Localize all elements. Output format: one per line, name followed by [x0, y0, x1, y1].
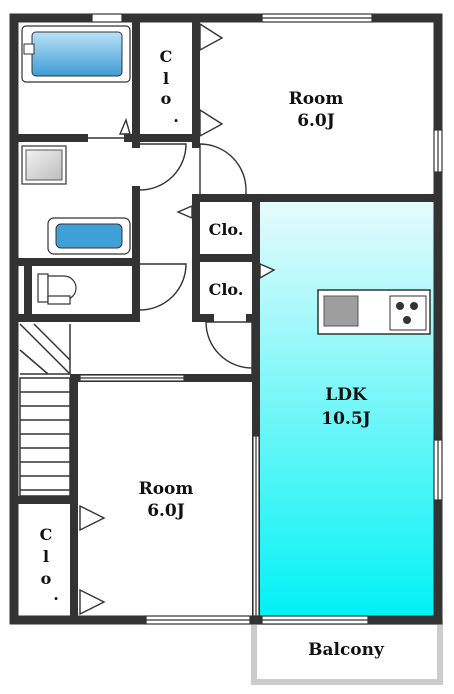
kitchen-counter-icon [317, 289, 431, 335]
closet-mid-upper-label: Clo. [209, 220, 244, 239]
ldk-floor [258, 202, 434, 618]
room-bottom-size: 6.0J [147, 501, 185, 521]
room-top-name: Room [289, 89, 344, 109]
closet-top-left-c: C [160, 47, 173, 66]
laundry-pan-icon [47, 217, 131, 255]
closet-bottom-left-dot: . [53, 585, 59, 604]
toilet-icon [37, 273, 77, 305]
doors [84, 137, 253, 376]
closet-bottom-left-l: l [43, 547, 49, 566]
room-bottom-name: Room [139, 479, 194, 499]
balcony-label: Balcony [308, 640, 385, 660]
ldk-name: LDK [325, 385, 368, 405]
staircase [19, 323, 71, 497]
closet-top-left-label: C l o . [160, 47, 179, 126]
closet-top-left-o: o [161, 89, 172, 108]
room-bottom-label: Room 6.0J [139, 479, 194, 521]
closet-bottom-left-c: C [40, 525, 53, 544]
closet-bottom-left-label: C l o . [40, 525, 59, 604]
closet-mid-lower-label: Clo. [209, 280, 244, 299]
ldk-label: LDK 10.5J [321, 385, 370, 429]
room-top-size: 6.0J [297, 111, 335, 131]
ldk-size: 10.5J [321, 409, 370, 429]
washbasin-icon [21, 145, 67, 185]
closet-bottom-left-o: o [41, 569, 52, 588]
closet-top-left-dot: . [173, 107, 179, 126]
closet-top-left-l: l [163, 69, 169, 88]
windows [79, 13, 443, 625]
room-top-label: Room 6.0J [289, 89, 344, 131]
balcony-area [251, 619, 443, 685]
closet-door-markers [79, 22, 276, 616]
bathtub-icon [21, 25, 131, 83]
